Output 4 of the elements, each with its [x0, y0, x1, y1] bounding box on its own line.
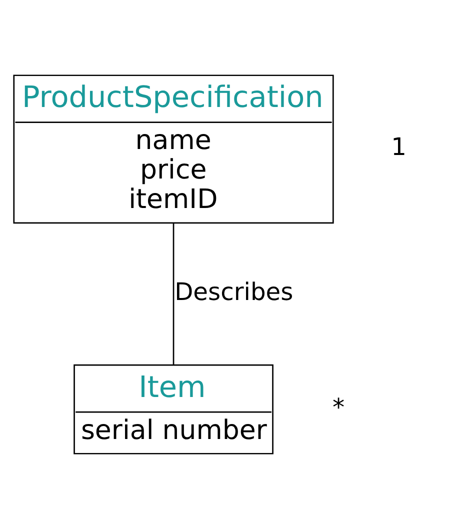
label: 1 — [391, 133, 407, 162]
edge-label: Describes — [174, 278, 294, 306]
connector — [172, 223, 174, 365]
label: * — [332, 393, 345, 422]
